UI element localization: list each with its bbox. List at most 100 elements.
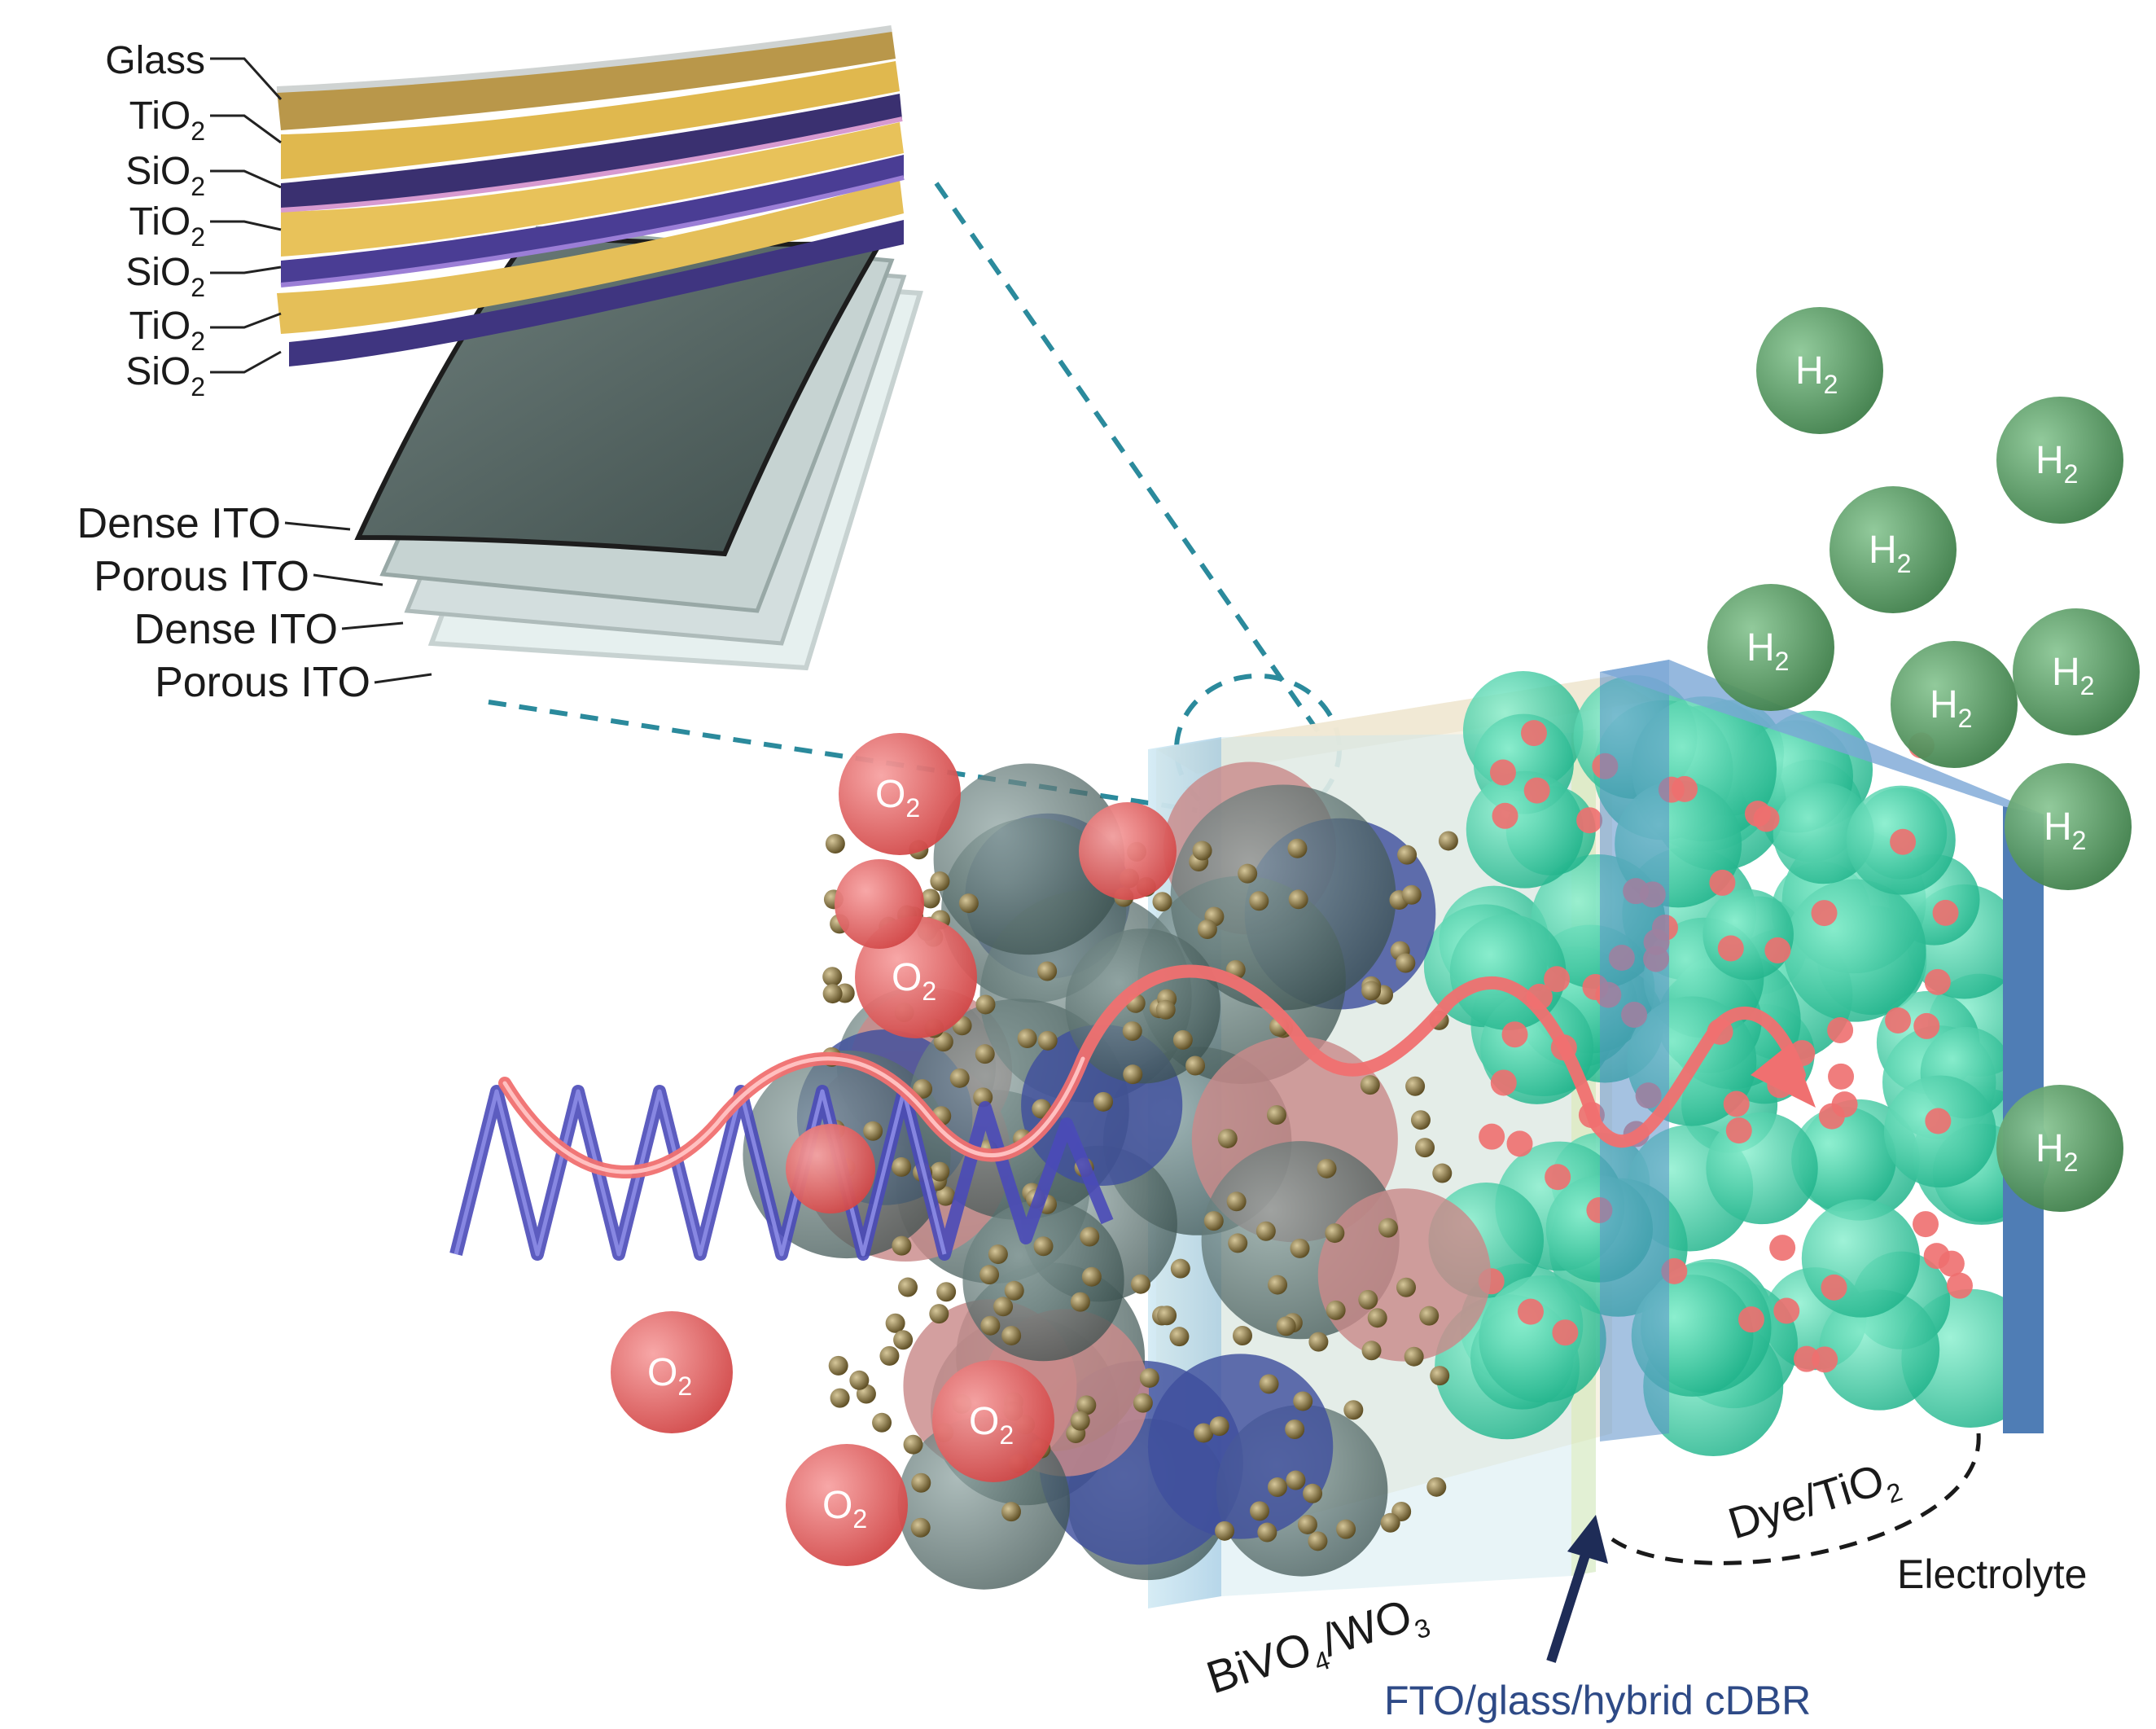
wo3-nanoparticle (1001, 1502, 1021, 1522)
h2-label: H2 (2044, 805, 2086, 855)
o2-molecule: O2 (839, 733, 961, 855)
o2-molecule (835, 859, 924, 949)
label-fto-glass-cdbr: FTO/glass/hybrid cDBR (1384, 1678, 1811, 1723)
wo3-nanoparticle (893, 1330, 914, 1350)
wo3-nanoparticle (1004, 1280, 1024, 1301)
wo3-nanoparticle (1017, 1029, 1037, 1049)
wo3-nanoparticle (885, 1313, 905, 1333)
wo3-nanoparticle (1405, 1076, 1426, 1096)
wo3-nanoparticle (1404, 1346, 1424, 1367)
interlayer-arrow (1546, 1515, 1608, 1663)
light-waves (449, 964, 1816, 1261)
dye-molecule (1925, 1108, 1952, 1134)
wo3-nanoparticle (1380, 1512, 1400, 1533)
wo3-nanoparticle (1367, 1308, 1387, 1328)
wo3-nanoparticle (1317, 1158, 1337, 1178)
wo3-nanoparticle (1228, 1233, 1248, 1253)
h2-molecule: H2 (1830, 486, 1957, 613)
wo3-nanoparticle (1152, 892, 1172, 912)
dye-molecule (1520, 720, 1547, 747)
dye-molecule (1709, 869, 1736, 896)
dye-molecule (1938, 1250, 1965, 1277)
h2-molecule: H2 (1996, 1085, 2123, 1212)
bivo4-wo3-particle (1147, 1354, 1334, 1539)
ito-label-dense-2: Dense ITO (134, 606, 338, 653)
wo3-nanoparticle (1250, 1501, 1270, 1521)
wo3-nanoparticle (1070, 1411, 1090, 1431)
o2-molecule: O2 (611, 1311, 733, 1433)
wo3-nanoparticle (1438, 831, 1458, 851)
o2-molecule (786, 1124, 875, 1213)
blue-light-wave-highlight (454, 1089, 947, 1257)
o2-label: O2 (647, 1351, 692, 1401)
dye-tio2-particle (1801, 1199, 1920, 1318)
wo3-nanoparticle (1192, 840, 1212, 861)
wo3-nanoparticle (1358, 1289, 1378, 1310)
dye-molecule (1490, 1069, 1517, 1096)
label-dye-tio2: Dye/TiO2 (1723, 1451, 1906, 1556)
dye-tio2-particle (1819, 1289, 1940, 1411)
wo3-nanoparticle (849, 1370, 870, 1390)
wo3-nanoparticle (1361, 1341, 1382, 1361)
wo3-nanoparticle (1308, 1332, 1329, 1352)
wo3-nanoparticle (979, 1265, 1000, 1285)
wo3-nanoparticle (872, 1412, 892, 1433)
h2-molecule: H2 (1891, 641, 2018, 768)
wo3-nanoparticle (830, 1388, 850, 1408)
dye-molecule (1924, 968, 1951, 995)
h2-label: H2 (1869, 529, 1911, 578)
o2-molecule (1079, 802, 1177, 900)
stack-label-sio2-2: SiO2 (125, 251, 205, 302)
wo3-nanoparticle (1396, 1277, 1417, 1297)
wo3-nanoparticle (1326, 1300, 1346, 1320)
wo3-nanoparticle (1203, 1211, 1224, 1231)
wo3-nanoparticle (929, 1304, 949, 1324)
dye-molecule (1725, 1117, 1752, 1144)
dye-molecule (1764, 937, 1791, 963)
wo3-nanoparticle (1157, 1306, 1177, 1326)
wo3-nanoparticle (1209, 1416, 1229, 1437)
h2-label: H2 (1795, 349, 1838, 399)
wo3-nanoparticle (1226, 1191, 1247, 1212)
wo3-nanoparticle (825, 833, 845, 854)
dye-molecule (1479, 1123, 1505, 1150)
ito-label-dense-1: Dense ITO (77, 500, 281, 547)
wo3-nanoparticle (1267, 1477, 1287, 1498)
bivo4-wo3-particle (1170, 784, 1396, 1011)
stack-label-sio2-1: SiO2 (125, 150, 205, 201)
wo3-nanoparticle (1238, 863, 1258, 884)
ito-label-porous-1: Porous ITO (94, 553, 309, 600)
dye-molecule (1793, 1345, 1820, 1372)
wo3-nanoparticle (936, 1282, 957, 1302)
wo3-nanoparticle (892, 1235, 912, 1256)
wo3-nanoparticle (1139, 1367, 1159, 1388)
dye-molecule (1811, 900, 1838, 927)
wo3-nanoparticle (975, 1044, 995, 1064)
wo3-nanoparticle (1123, 1064, 1143, 1085)
dye-molecule (1831, 1091, 1858, 1118)
wo3-nanoparticle (822, 967, 843, 987)
h2-label: H2 (2035, 439, 2078, 489)
wo3-nanoparticle (1093, 1091, 1114, 1112)
dye-molecule (1576, 807, 1603, 834)
wo3-nanoparticle (1037, 961, 1058, 981)
dye-molecule (1744, 801, 1771, 827)
wo3-nanoparticle (879, 1345, 900, 1366)
stack-leader-lines (210, 57, 432, 684)
wo3-nanoparticle (958, 893, 979, 914)
wo3-nanoparticle (913, 1079, 933, 1099)
dye-molecule (1812, 1346, 1838, 1373)
wo3-nanoparticle (1232, 1325, 1252, 1345)
h2-label: H2 (2052, 651, 2094, 700)
wo3-nanoparticle (1397, 845, 1418, 865)
bivo4-wo3-particle (933, 763, 1125, 955)
o2-label: O2 (822, 1484, 867, 1534)
wo3-nanoparticle (892, 1156, 912, 1177)
dye-molecule (1828, 1063, 1855, 1090)
dye-molecule (1723, 1090, 1750, 1117)
wo3-nanoparticle (1130, 1274, 1150, 1294)
h2-molecule: H2 (1707, 584, 1834, 711)
dye-molecule (1501, 1021, 1528, 1048)
wo3-nanoparticle (1170, 1258, 1190, 1279)
o2-molecule: O2 (932, 1360, 1054, 1482)
